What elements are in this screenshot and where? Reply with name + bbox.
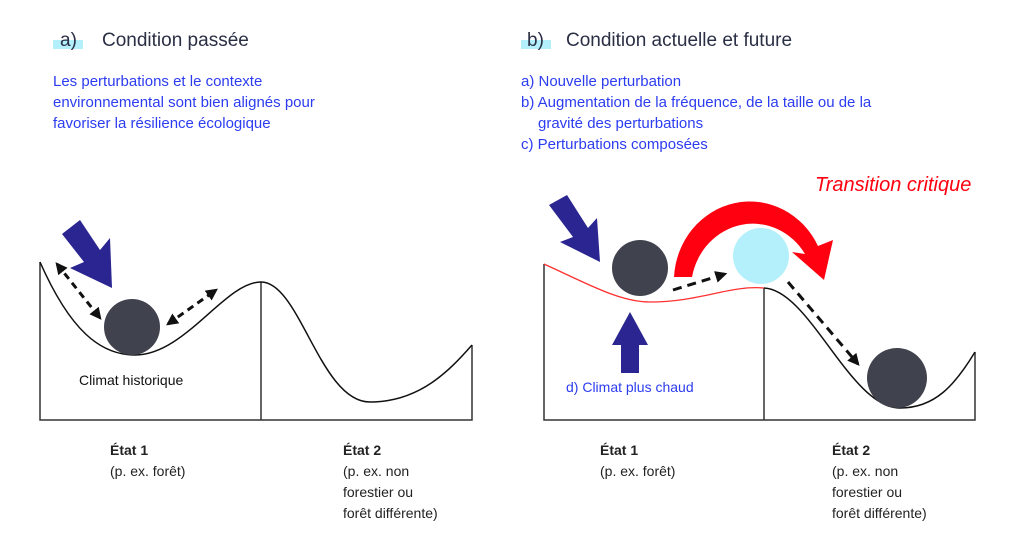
state-name: État 2: [343, 442, 382, 458]
panel-b-items: a) Nouvelle perturbation b) Augmentation…: [521, 71, 871, 155]
description-line: Les perturbations et le contexte: [53, 73, 263, 90]
panel-a-description: Les perturbations et le contexte environ…: [53, 71, 315, 134]
state-example: forêt différente): [832, 505, 927, 521]
state-example: forestier ou: [343, 484, 414, 500]
oscillation-arrow-right: [166, 288, 218, 326]
state-ball-new: [867, 348, 927, 408]
panel-a-state2: État 2 (p. ex. non forestier ou forêt di…: [343, 440, 438, 524]
panel-a-state1: État 1 (p. ex. forêt): [110, 440, 185, 482]
list-item: a) Nouvelle perturbation: [521, 73, 682, 90]
state-name: État 1: [600, 442, 639, 458]
state-example: (p. ex. non: [343, 463, 410, 479]
panel-b-state1: État 1 (p. ex. forêt): [600, 440, 675, 482]
list-item: b) Augmentation de la fréquence, de la t…: [521, 94, 872, 111]
climate-arrow: [612, 312, 648, 373]
state-ball-current: [612, 240, 668, 296]
state-example: (p. ex. forêt): [600, 463, 676, 479]
transition-label: Transition critique: [815, 174, 972, 196]
state-ball-a: [104, 299, 160, 355]
state-ball-tipping: [733, 228, 789, 284]
panel-b-title: Condition actuelle et future: [566, 30, 793, 51]
climate-label: d) Climat plus chaud: [566, 379, 694, 395]
disturbance-arrow-b: [549, 195, 600, 262]
list-item: gravité des perturbations: [538, 115, 704, 132]
tag-highlight: [53, 40, 83, 49]
description-line: environnemental sont bien alignés pour: [53, 94, 315, 111]
state-example: (p. ex. non: [832, 463, 899, 479]
description-line: favoriser la résilience écologique: [53, 115, 271, 132]
collapse-arrow: [786, 281, 860, 366]
historic-climate-label: Climat historique: [79, 372, 184, 388]
state-example: forestier ou: [832, 484, 903, 500]
tag-highlight: [521, 40, 551, 49]
state-name: État 1: [110, 442, 149, 458]
state-example: (p. ex. forêt): [110, 463, 186, 479]
transition-arc-arrow: [674, 201, 833, 280]
tipping-arrow: [672, 271, 728, 292]
panel-b-state2: État 2 (p. ex. non forestier ou forêt di…: [832, 440, 927, 524]
panel-a-tag: a): [60, 30, 77, 51]
panel-a-title: Condition passée: [102, 30, 249, 51]
panel-a-landscape: [39, 261, 473, 421]
state-name: État 2: [832, 442, 871, 458]
list-item: c) Perturbations composées: [521, 136, 708, 153]
panel-b-tag: b): [527, 30, 544, 51]
state-example: forêt différente): [343, 505, 438, 521]
